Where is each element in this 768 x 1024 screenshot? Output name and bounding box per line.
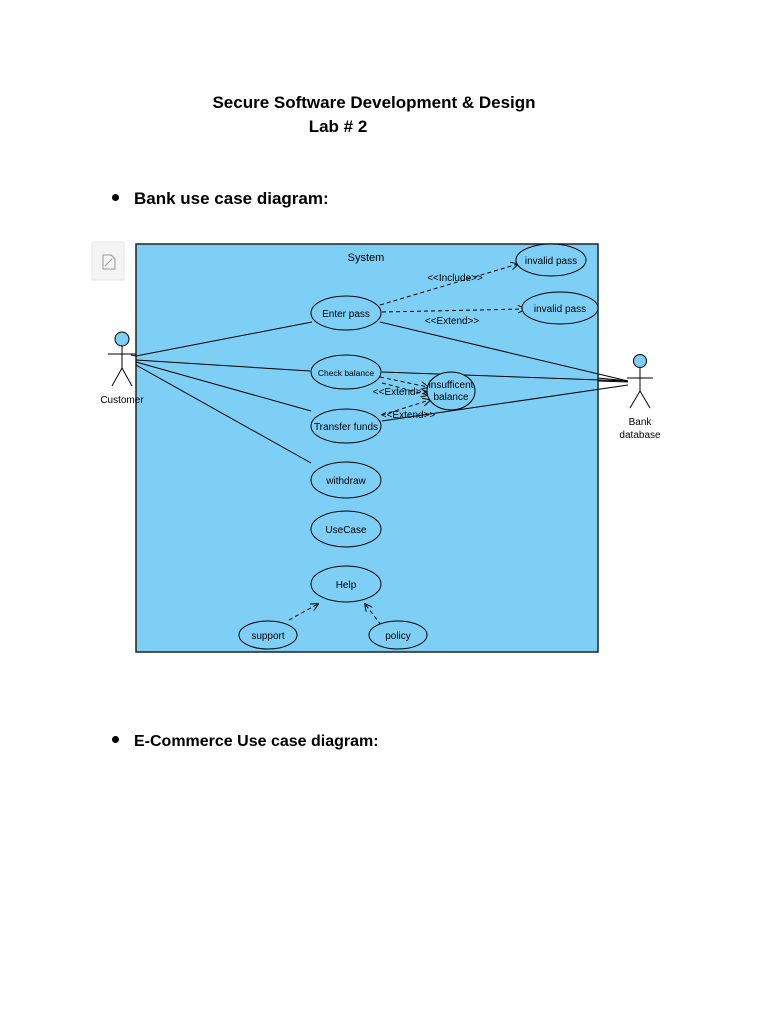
use-case-label: withdraw — [325, 476, 366, 487]
use-case-label: policy — [385, 631, 411, 642]
bullet-bank-diagram: Bank use case diagram: — [112, 189, 329, 209]
use-case-label: invalid pass — [534, 304, 586, 315]
extend-label: <<Extend>> — [381, 410, 436, 421]
document-title: Secure Software Development & Design — [212, 93, 536, 112]
dependency-arrows — [288, 264, 525, 626]
use-case-label: balance — [433, 392, 468, 403]
use-case-label: Enter pass — [322, 309, 370, 320]
extend-label: <<Extend>> — [373, 387, 428, 398]
use-case-withdraw — [310, 461, 382, 499]
document-subtitle: Lab # 2 — [308, 117, 368, 136]
use-case-support — [238, 620, 298, 650]
actor-links — [130, 354, 629, 383]
bullet-label: E-Commerce Use case diagram: — [134, 733, 379, 750]
actor-bank-database — [627, 354, 653, 409]
system-label: System — [348, 252, 385, 264]
use-case-enter-pass — [310, 295, 382, 331]
actor-bank-label: Bank — [629, 417, 653, 428]
use-case-invalid-pass — [521, 291, 599, 325]
use-case-label: Transfer funds — [314, 422, 378, 433]
document-icon — [102, 254, 116, 270]
use-case-policy — [368, 620, 428, 650]
bullet-label: Bank use case diagram: — [134, 189, 329, 208]
extend-label: <<Extend>> — [425, 316, 480, 327]
use-case-label: invalid pass — [525, 256, 577, 267]
association-lines — [135, 321, 629, 464]
bullet-dot — [112, 736, 119, 744]
include-label: <<Include>> — [427, 273, 483, 284]
actor-bank-label: database — [619, 430, 661, 441]
use-case-invalid-pass — [515, 243, 587, 277]
frame-corner — [91, 241, 125, 281]
use-case-label: Check balance — [318, 368, 375, 378]
use-case-label: UseCase — [325, 525, 367, 536]
use-case-diagram: System <<Include>> <<Extend>> <<Extend>>… — [91, 241, 661, 653]
actor-customer — [108, 331, 136, 387]
use-case-help — [310, 565, 382, 603]
use-case-label: Help — [336, 580, 357, 591]
use-case-check-balance — [310, 354, 382, 390]
bullet-ecommerce-diagram: E-Commerce Use case diagram: — [112, 733, 379, 751]
use-case-label: support — [251, 631, 285, 642]
bullet-dot — [112, 194, 119, 202]
actor-customer-label: Customer — [100, 395, 144, 406]
use-case-transfer-funds — [310, 408, 382, 444]
use-case-usecase — [310, 510, 382, 548]
use-case-insufficient-balance — [426, 371, 476, 411]
use-case-label: insufficent — [429, 380, 474, 391]
